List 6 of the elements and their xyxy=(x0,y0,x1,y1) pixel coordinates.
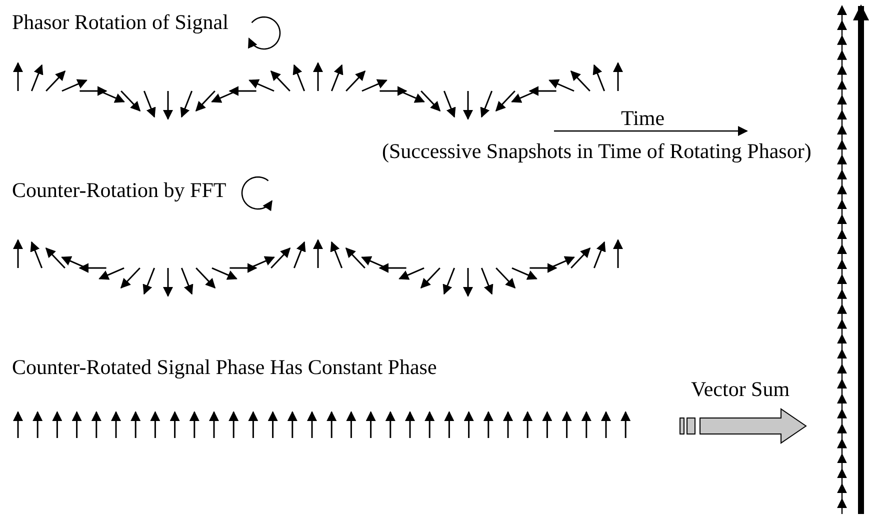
row-title: Counter-Rotation by FFT xyxy=(12,178,226,204)
axis-label: Time xyxy=(621,106,665,132)
row-title: Counter-Rotated Signal Phase Has Constant Phase xyxy=(12,355,437,380)
note: (Successive Snapshots in Time of Rotating Phasor) xyxy=(382,139,812,164)
row-title: Phasor Rotation of Signal xyxy=(12,10,228,36)
arrow-label: Vector Sum xyxy=(691,377,790,402)
